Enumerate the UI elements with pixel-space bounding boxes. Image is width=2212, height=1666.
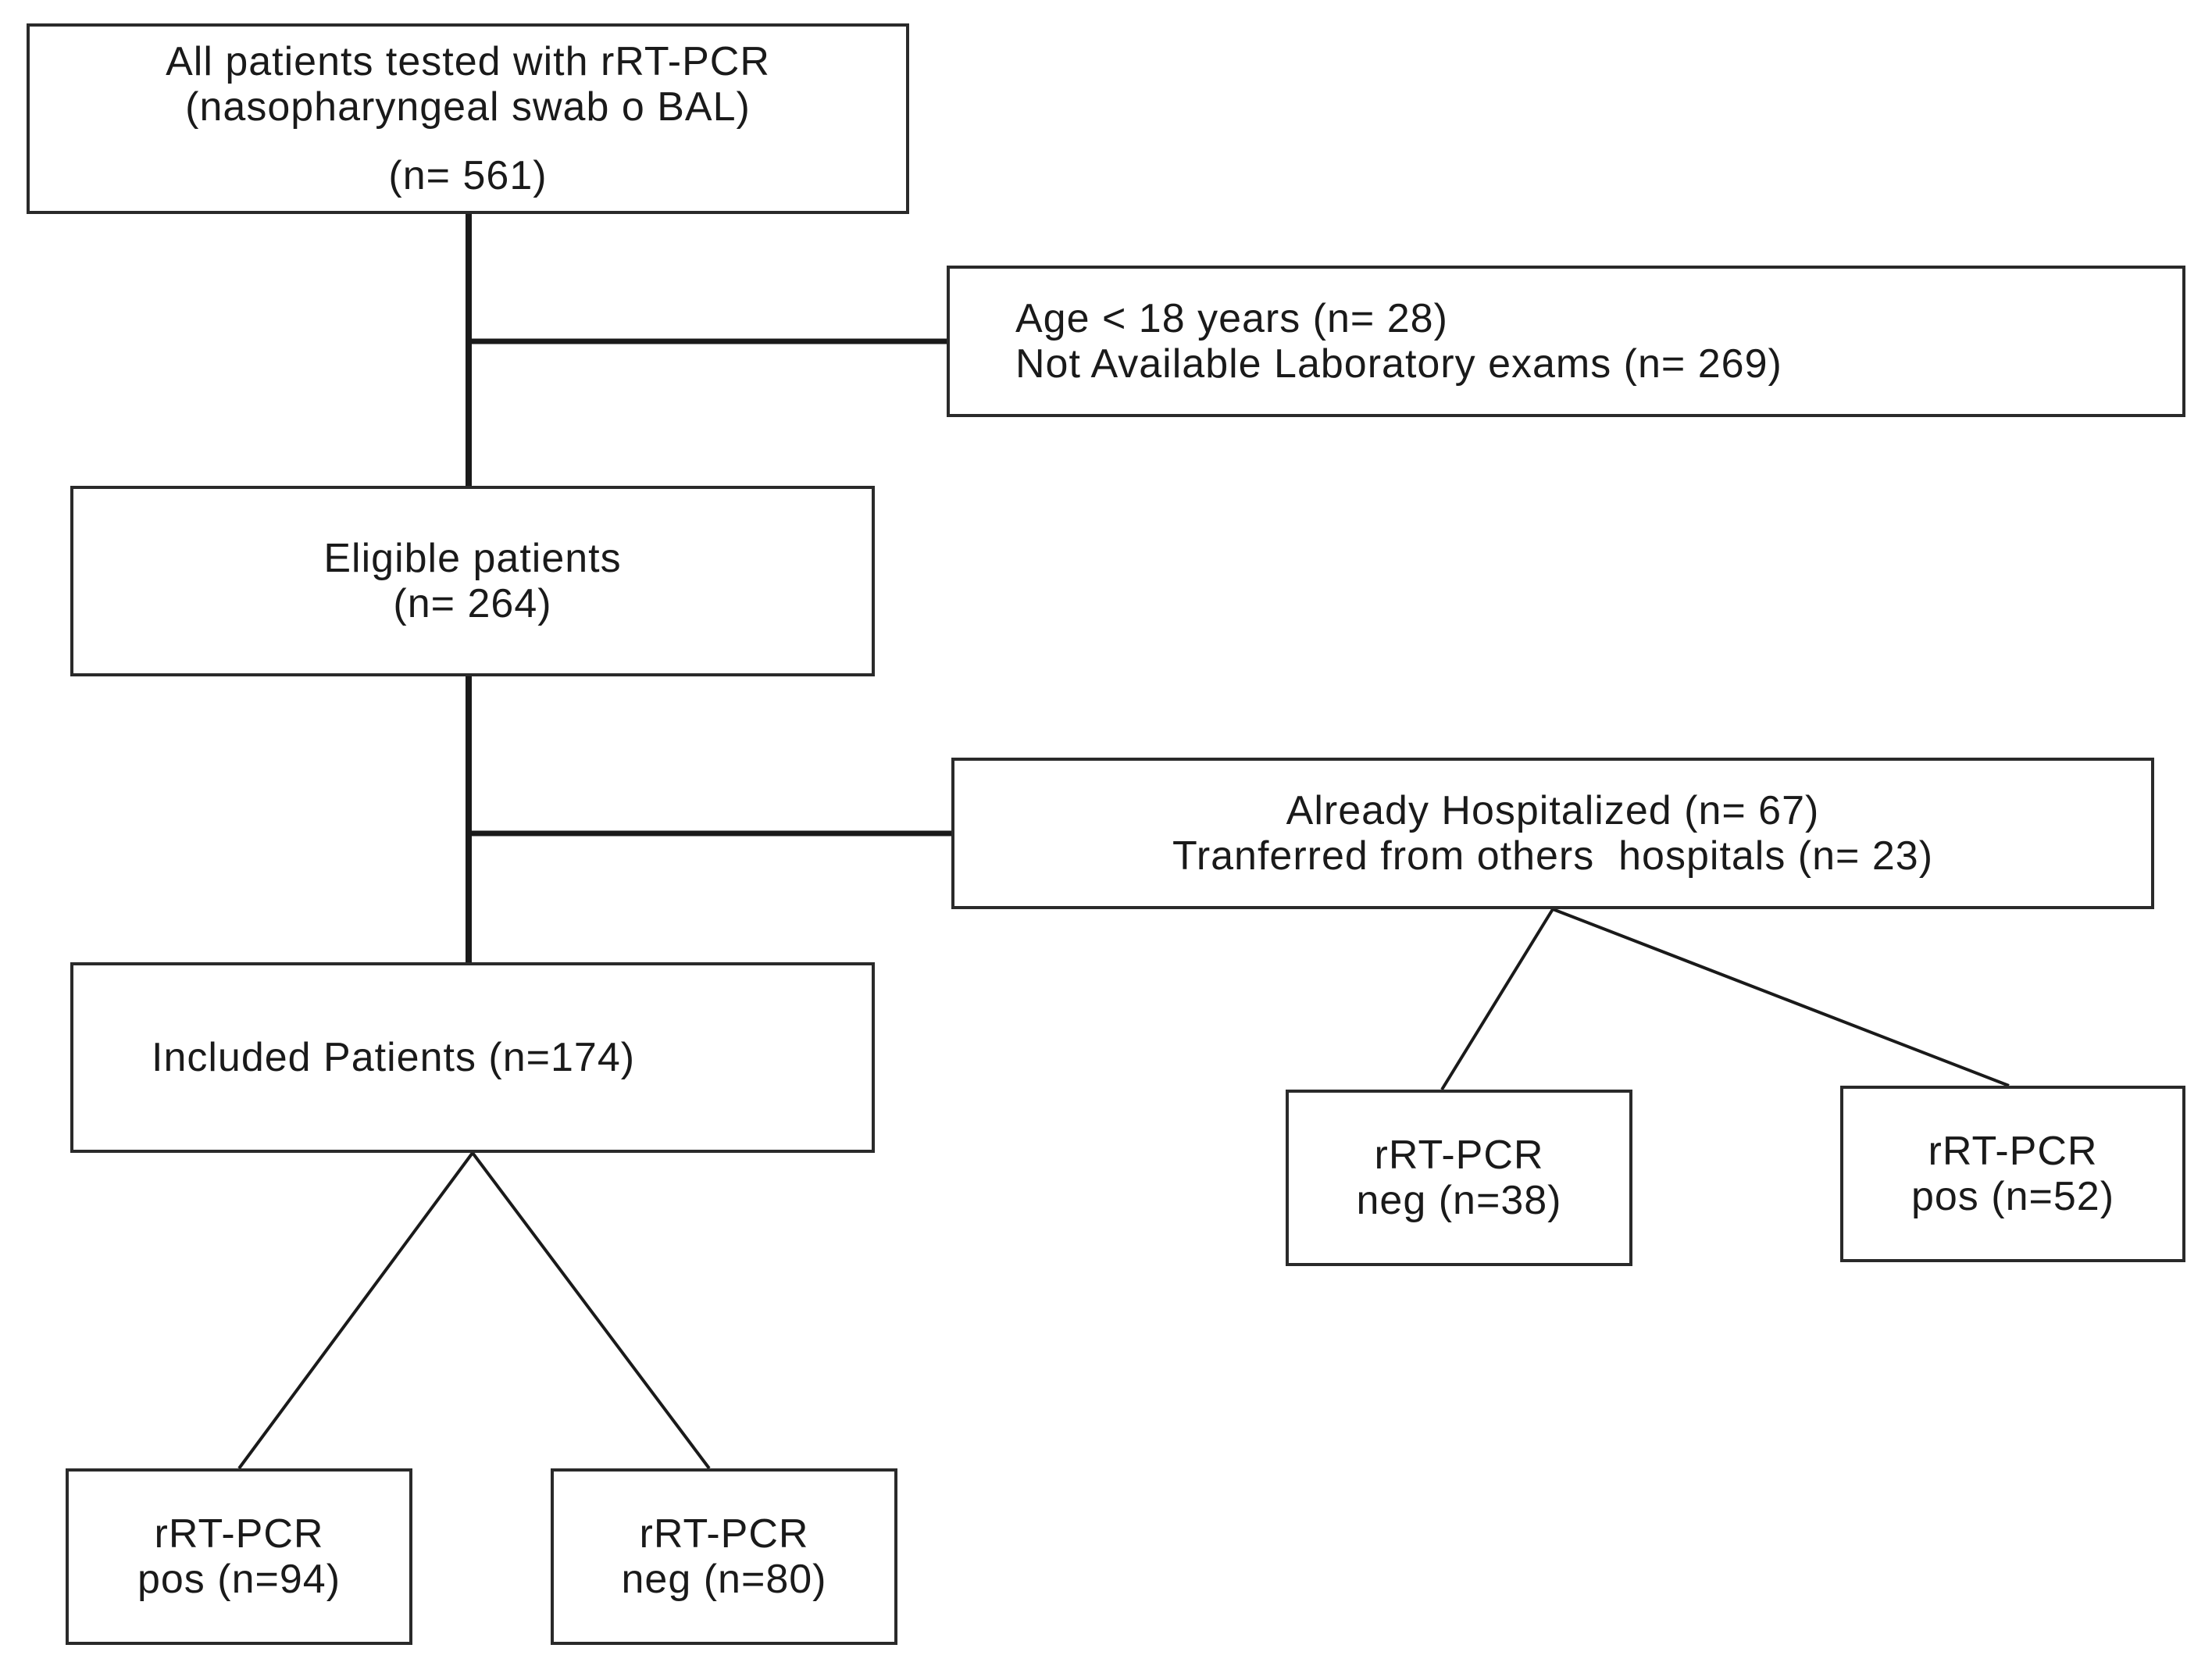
excluded-rrt-pcr-pos-box: rRT-PCR pos (n=52) bbox=[1840, 1086, 2185, 1262]
included-neg-count: neg (n=80) bbox=[621, 1557, 827, 1602]
exclusion-already-hospitalized: Already Hospitalized (n= 67) bbox=[1286, 788, 1820, 833]
all-patients-box: All patients tested with rRT-PCR (nasoph… bbox=[27, 23, 909, 214]
excluded-neg-test: rRT-PCR bbox=[1374, 1133, 1544, 1178]
connector-included-to-pos bbox=[237, 1151, 474, 1470]
all-patients-title: All patients tested with rRT-PCR bbox=[166, 39, 770, 84]
exclusion-age: Age < 18 years (n= 28) bbox=[1015, 296, 1448, 341]
excluded-pos-test: rRT-PCR bbox=[1928, 1129, 2098, 1174]
included-title: Included Patients (n=174) bbox=[152, 1035, 636, 1080]
included-rrt-pcr-pos-box: rRT-PCR pos (n=94) bbox=[66, 1468, 412, 1645]
exclusion-transferred: Tranferred from others hospitals (n= 23) bbox=[1172, 833, 1934, 879]
included-pos-test: rRT-PCR bbox=[154, 1511, 324, 1557]
exclusion-lab-exams: Not Available Laboratory exams (n= 269) bbox=[1015, 341, 1782, 387]
all-patients-subtitle: (nasopharyngeal swab o BAL) bbox=[185, 84, 751, 130]
hospitalized-exclusion-box: Already Hospitalized (n= 67) Tranferred … bbox=[951, 758, 2154, 909]
eligible-count: (n= 264) bbox=[393, 581, 552, 626]
included-pos-count: pos (n=94) bbox=[137, 1557, 341, 1602]
connector-excl2-to-neg bbox=[1440, 908, 1554, 1091]
eligible-title: Eligible patients bbox=[323, 536, 622, 581]
included-patients-box: Included Patients (n=174) bbox=[70, 962, 875, 1153]
included-neg-test: rRT-PCR bbox=[639, 1511, 809, 1557]
all-patients-count: (n= 561) bbox=[388, 153, 548, 198]
excluded-neg-count: neg (n=38) bbox=[1356, 1178, 1562, 1223]
exclusion-criteria-box: Age < 18 years (n= 28) Not Available Lab… bbox=[947, 266, 2185, 417]
connector-excl2-to-pos bbox=[1552, 908, 2010, 1087]
eligible-patients-box: Eligible patients (n= 264) bbox=[70, 486, 875, 676]
connector-included-to-neg bbox=[471, 1151, 711, 1470]
included-rrt-pcr-neg-box: rRT-PCR neg (n=80) bbox=[551, 1468, 897, 1645]
excluded-rrt-pcr-neg-box: rRT-PCR neg (n=38) bbox=[1286, 1090, 1632, 1266]
excluded-pos-count: pos (n=52) bbox=[1911, 1174, 2115, 1219]
